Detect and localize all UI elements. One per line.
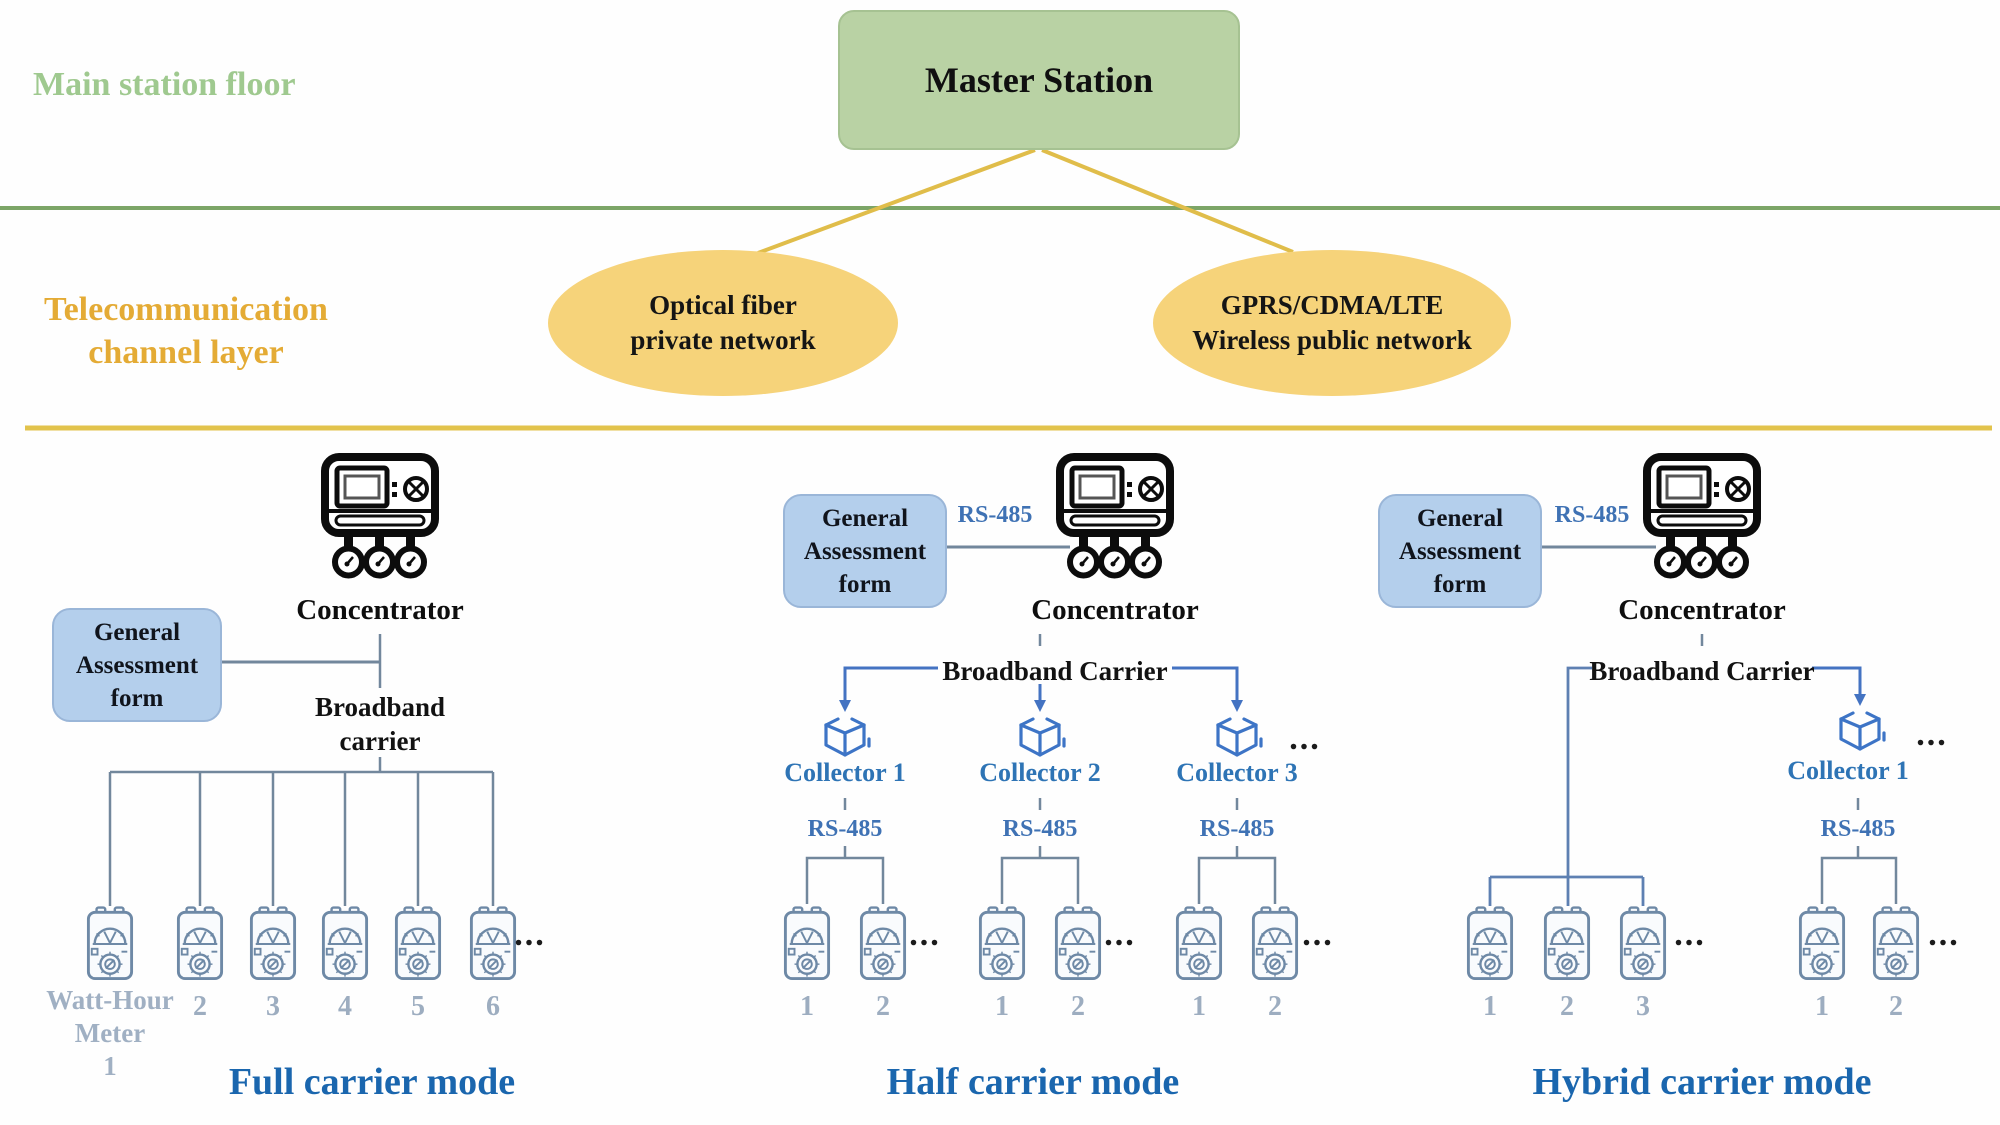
half-carrier-collector-links xyxy=(839,666,1243,712)
rs485-label: RS-485 xyxy=(1554,502,1630,528)
watt-hour-meter-icon xyxy=(1466,906,1514,981)
meter-label: 2 xyxy=(1071,991,1085,1022)
full-carrier-tree-lines xyxy=(108,634,495,906)
hybrid-collector-link xyxy=(1812,666,1866,706)
meter-label: 1 xyxy=(995,991,1009,1022)
meter-label: 1 xyxy=(1815,991,1829,1022)
collector-cube-icon xyxy=(1839,711,1886,751)
watt-hour-meter-1-label: Watt-Hour Meter 1 xyxy=(46,985,174,1081)
ellipsis: ... xyxy=(1302,916,1334,953)
main-station-floor-label: Main station floor xyxy=(33,66,296,103)
collector-cube-icon xyxy=(1216,717,1263,757)
meter-label: 2 xyxy=(193,991,207,1022)
meter-label: 2 xyxy=(876,991,890,1022)
hybrid-carrier-gray-lines xyxy=(1538,545,1898,904)
concentrator-icon xyxy=(325,457,435,576)
meter-label: 2 xyxy=(1889,991,1903,1022)
collector-label: Collector 2 xyxy=(979,758,1101,787)
master-station-label: Master Station xyxy=(924,60,1154,100)
collector-label: Collector 3 xyxy=(1176,758,1298,787)
rs485-label: RS-485 xyxy=(1002,816,1078,842)
watt-hour-meter-icon xyxy=(1872,906,1920,981)
rs485-label: RS-485 xyxy=(1199,816,1275,842)
broadband-carrier-label: Broadband Carrier xyxy=(1589,656,1815,686)
assessment-form-node: General Assessment form xyxy=(52,608,222,722)
meter-label: 3 xyxy=(1636,991,1650,1022)
watt-hour-meter-icon xyxy=(978,906,1026,981)
watt-hour-meter-icon xyxy=(249,906,297,981)
telecom-channel-layer-label: Telecommunication channel layer xyxy=(44,291,328,371)
full-carrier-mode-label: Full carrier mode xyxy=(228,1061,516,1103)
rs485-label: RS-485 xyxy=(1820,816,1896,842)
hybrid-direct-meter-lines xyxy=(1488,666,1645,906)
hybrid-carrier-mode-label: Hybrid carrier mode xyxy=(1532,1061,1872,1103)
watt-hour-meter-icon xyxy=(1543,906,1591,981)
broadband-carrier-label: Broadband Carrier xyxy=(942,656,1168,686)
ellipsis: ... xyxy=(1104,916,1136,953)
ellipsis: ... xyxy=(1928,916,1960,953)
collector-cube-icon xyxy=(1019,717,1066,757)
watt-hour-meter-icon xyxy=(176,906,224,981)
collector-label: Collector 1 xyxy=(1787,756,1909,785)
watt-hour-meter-icon xyxy=(1619,906,1667,981)
collector-cube-icon xyxy=(824,717,871,757)
optical-fiber-network-node: Optical fiber private network xyxy=(548,250,898,396)
concentrator-label: Concentrator xyxy=(1031,594,1199,626)
meter-label: 2 xyxy=(1268,991,1282,1022)
half-carrier-mode-label: Half carrier mode xyxy=(886,1061,1180,1103)
half-carrier-gray-lines xyxy=(805,545,1277,904)
ellipsis: ... xyxy=(1916,716,1948,753)
meter-label: 5 xyxy=(411,991,425,1022)
watt-hour-meter-icon xyxy=(86,906,134,981)
meter-label: 4 xyxy=(338,991,352,1022)
meter-label: 1 xyxy=(1483,991,1497,1022)
rs485-label: RS-485 xyxy=(807,816,883,842)
ellipsis: ... xyxy=(514,916,546,953)
meter-label: 2 xyxy=(1560,991,1574,1022)
ellipsis: ... xyxy=(909,916,941,953)
concentrator-label: Concentrator xyxy=(1618,594,1786,626)
watt-hour-meter-icon xyxy=(394,906,442,981)
concentrator-icon xyxy=(1647,457,1757,576)
ellipsis: ... xyxy=(1674,916,1706,953)
collector-label: Collector 1 xyxy=(784,758,906,787)
meter-label: 1 xyxy=(800,991,814,1022)
assessment-form-node: General Assessment form xyxy=(1378,494,1542,608)
master-station-node: Master Station xyxy=(838,10,1240,150)
meter-label: 1 xyxy=(1192,991,1206,1022)
meter-label: 6 xyxy=(486,991,500,1022)
master-channel-links xyxy=(757,148,1294,255)
wireless-network-node: GPRS/CDMA/LTE Wireless public network xyxy=(1153,250,1511,396)
concentrator-label: Concentrator xyxy=(296,594,464,626)
concentrator-icon xyxy=(1060,457,1170,576)
watt-hour-meter-icon xyxy=(1175,906,1223,981)
meter-label: 3 xyxy=(266,991,280,1022)
watt-hour-meter-icon xyxy=(1798,906,1846,981)
broadband-carrier-label: Broadband carrier xyxy=(314,692,446,756)
watt-hour-meter-icon xyxy=(321,906,369,981)
ellipsis: ... xyxy=(1289,720,1321,757)
rs485-label: RS-485 xyxy=(957,502,1033,528)
assessment-form-node: General Assessment form xyxy=(783,494,947,608)
watt-hour-meter-icon xyxy=(783,906,831,981)
